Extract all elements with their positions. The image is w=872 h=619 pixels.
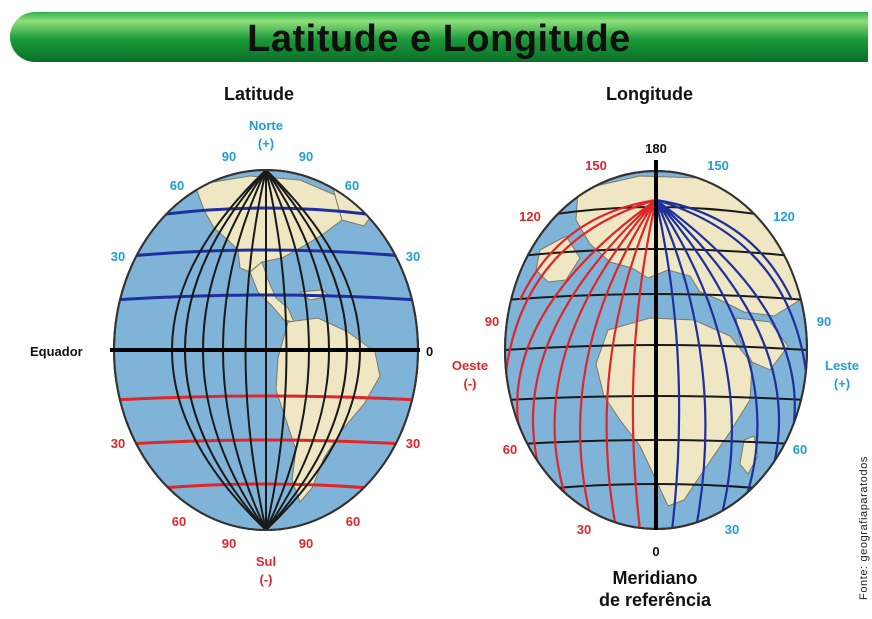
- north-30-right: 30: [406, 249, 420, 264]
- east-120-label: 120: [773, 209, 795, 224]
- north-label: Norte: [249, 118, 283, 133]
- west-90-label: 90: [485, 314, 499, 329]
- south-60-right: 60: [346, 514, 360, 529]
- south-sign: (-): [260, 572, 273, 587]
- meridian-line2: de referência: [598, 590, 712, 610]
- north-30-left: 30: [111, 249, 125, 264]
- south-90-left: 90: [222, 536, 236, 551]
- south-america-land: [275, 317, 381, 503]
- equator-value: 0: [426, 344, 433, 359]
- west-60-label: 60: [503, 442, 517, 457]
- latitude-globe: [110, 169, 420, 531]
- title-banner: Latitude e Longitude: [10, 12, 868, 62]
- east-150-label: 150: [707, 158, 729, 173]
- west-120-label: 120: [519, 209, 541, 224]
- lon-0-label: 0: [652, 544, 659, 559]
- north-america-land: [194, 175, 343, 273]
- arabia-land: [735, 317, 789, 371]
- west-sign: (-): [464, 376, 477, 391]
- western-meridians: [505, 198, 658, 529]
- east-sign: (+): [834, 376, 850, 391]
- east-label: Leste: [825, 358, 859, 373]
- west-150-label: 150: [585, 158, 607, 173]
- west-30-label: 30: [577, 522, 591, 537]
- east-60-label: 60: [793, 442, 807, 457]
- source-credit: Fonte: geografiaparatodos: [858, 455, 870, 600]
- south-90-right: 90: [299, 536, 313, 551]
- longitude-heading: Longitude: [606, 84, 693, 104]
- meridian-line1: Meridiano: [612, 568, 698, 588]
- north-sign: (+): [258, 136, 274, 151]
- west-label: Oeste: [452, 358, 488, 373]
- latitude-heading: Latitude: [224, 84, 294, 104]
- south-30-right: 30: [406, 436, 420, 451]
- north-90-right: 90: [299, 149, 313, 164]
- south-60-left: 60: [172, 514, 186, 529]
- north-60-right: 60: [345, 178, 359, 193]
- eastern-meridians: [654, 198, 807, 529]
- south-30-left: 30: [111, 436, 125, 451]
- east-90-label: 90: [817, 314, 831, 329]
- east-30-label: 30: [725, 522, 739, 537]
- reference-meridian-label: Meridiano de referência: [560, 567, 750, 611]
- page-title: Latitude e Longitude: [247, 18, 631, 60]
- north-60-left: 60: [170, 178, 184, 193]
- equator-label: Equador: [30, 344, 83, 359]
- lon-180-label: 180: [645, 141, 667, 156]
- south-label: Sul: [256, 554, 276, 569]
- longitude-globe: [504, 160, 808, 530]
- north-90-left: 90: [222, 149, 236, 164]
